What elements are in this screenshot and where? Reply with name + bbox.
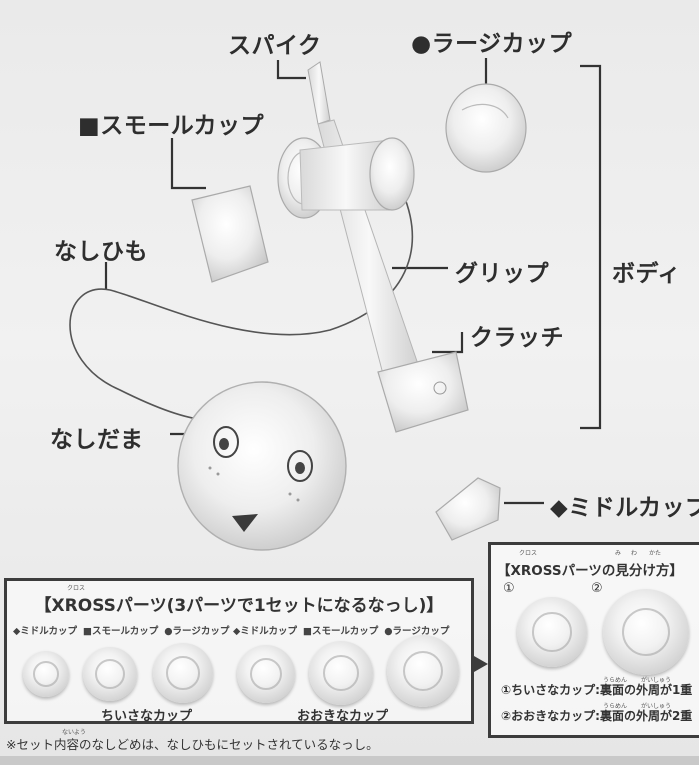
guide-ruby-mi: み	[615, 550, 622, 557]
spike-part	[307, 61, 331, 125]
large-cup-part	[445, 83, 527, 173]
bottom-band	[0, 756, 699, 765]
ball-part	[177, 381, 347, 551]
small-cups-label: ちいさなカップ	[101, 709, 193, 724]
guide-num-2: ②	[591, 581, 603, 596]
clutch-label: クラッチ	[470, 325, 564, 351]
guide-ruby-kata: かた	[649, 550, 662, 557]
string-loop	[69, 169, 414, 421]
large-small-cup-image	[309, 641, 373, 705]
panel-arrow	[474, 656, 488, 672]
legend-right-middle: ◆ミドルカップ	[233, 626, 298, 637]
parts-panel-title: 【XROSSパーツ(3パーツで1セットになるなっし)】	[34, 596, 444, 616]
middle-cup-label: ◆ミドルカップ	[550, 495, 699, 521]
spike-leader	[276, 60, 306, 80]
legend-right-large: ●ラージカップ	[384, 626, 450, 637]
clutch-part	[377, 351, 469, 433]
large-cup-label: ●ラージカップ	[411, 31, 573, 57]
guide-small-cup-image	[517, 597, 587, 667]
small-cup-leader	[170, 138, 206, 190]
guide-ruby-cross: クロス	[519, 550, 538, 557]
guide-title: 【XROSSパーツの見分け方】	[497, 563, 683, 579]
legend-right: ◆ミドルカップ ■スモールカップ ●ラージカップ	[233, 623, 455, 637]
middle-cup-part	[435, 477, 501, 541]
small-cup-label: ■スモールカップ	[78, 113, 265, 139]
small-middle-cup-image	[23, 651, 69, 697]
guide-ruby-uramen-2: うらめん	[603, 703, 628, 710]
grip-label: グリップ	[455, 261, 549, 287]
small-small-cup-image	[83, 647, 137, 701]
right-cup-part	[369, 137, 415, 211]
body-bracket	[580, 64, 602, 430]
guide-ruby-gaishu-1: がいしゅう	[641, 677, 672, 684]
legend-left-large: ●ラージカップ	[164, 626, 230, 637]
legend-left-middle: ◆ミドルカップ	[13, 626, 78, 637]
footnote-ruby: ないよう	[62, 729, 86, 736]
clutch-leader	[432, 332, 464, 354]
spike-label: スパイク	[228, 33, 322, 59]
guide-large-cup-image	[603, 589, 689, 675]
legend-left: ◆ミドルカップ ■スモールカップ ●ラージカップ	[13, 623, 235, 637]
large-middle-cup-image	[237, 645, 295, 703]
string-label: なしひも	[54, 239, 148, 265]
ball-label: なしだま	[50, 427, 144, 453]
guide-ruby-gaishu-2: がいしゅう	[641, 703, 672, 710]
guide-line-1: ①ちいさなカップ:裏面の外周が1重	[501, 683, 693, 697]
legend-right-small: ■スモールカップ	[303, 626, 379, 637]
legend-left-small: ■スモールカップ	[83, 626, 159, 637]
guide-ruby-wa: わ	[631, 550, 638, 557]
large-large-cup-image	[387, 635, 459, 707]
body-label: ボディ	[612, 261, 681, 287]
small-large-cup-image	[153, 643, 213, 703]
identification-guide: クロス み わ かた 【XROSSパーツの見分け方】 ① ② うらめん がいしゅ…	[488, 542, 699, 738]
footnote: ※セット内容のなしどめは、なしひもにセットされているなっし。	[6, 737, 379, 752]
ruby-cross: クロス	[67, 585, 86, 592]
large-cups-label: おおきなカップ	[297, 709, 389, 724]
guide-line-2: ②おおきなカップ:裏面の外周が2重	[501, 709, 693, 723]
guide-num-1: ①	[503, 581, 515, 596]
small-cup-part	[191, 185, 269, 283]
guide-ruby-uramen-1: うらめん	[603, 677, 628, 684]
xross-parts-panel: クロス 【XROSSパーツ(3パーツで1セットになるなっし)】 ◆ミドルカップ ■…	[4, 578, 474, 724]
